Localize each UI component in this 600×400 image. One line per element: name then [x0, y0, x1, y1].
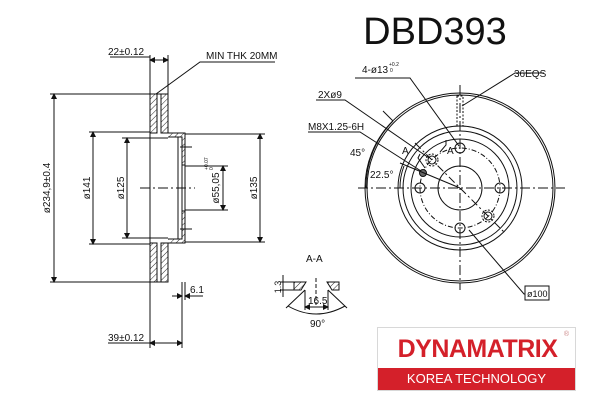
min-thickness-label: MIN THK 20MM — [206, 51, 278, 62]
side-view-labels: 22±0.12 MIN THK 20MM ø234,9±0.4 ø141 ø12… — [42, 47, 278, 344]
brand-tagline: KOREA TECHNOLOGY — [378, 368, 575, 390]
section-angle-label: 90° — [310, 319, 325, 330]
section-width-label: 16.5 — [308, 296, 328, 307]
part-number-title: DBD393 — [363, 11, 507, 53]
section-aa-labels: A-A 1.3 16.5 90° — [273, 254, 328, 330]
registered-mark: ® — [563, 331, 569, 338]
locating-holes-label: 2Xø9 — [318, 90, 342, 101]
front-view — [308, 72, 565, 295]
bolt-holes-tol-lower: 0 — [390, 68, 393, 74]
section-aa — [280, 275, 348, 315]
brand-logo: DYNAMATRIX ® KOREA TECHNOLOGY — [377, 327, 576, 391]
section-marker-left: A — [402, 146, 409, 157]
bolt-circle-label: ø100 — [527, 289, 548, 299]
d141-label: ø141 — [82, 176, 93, 199]
section-aa-title: A-A — [306, 254, 323, 265]
section-marker-right: A — [447, 146, 454, 157]
hat-wall-label: 6.1 — [190, 285, 204, 296]
side-view — [50, 55, 275, 348]
total-height-label: 39±0.12 — [108, 333, 145, 344]
front-view-labels: 4-ø13 +0.2 0 36EQS 2Xø9 M8X1.25-6H 45° 2… — [308, 62, 548, 299]
center-bore-tol-upper: +0.07 — [204, 157, 210, 170]
angle-22-5-label: 22.5° — [370, 170, 393, 181]
outer-diameter-label: ø234,9±0.4 — [42, 162, 53, 213]
bolt-circle-box — [524, 285, 550, 301]
bolt-holes-label: 4-ø13 — [362, 65, 389, 76]
thread-label: M8X1.25-6H — [308, 122, 364, 133]
vents-label: 36EQS — [514, 69, 547, 80]
d125-label: ø125 — [116, 176, 127, 199]
thickness-label: 22±0.12 — [108, 47, 145, 58]
center-bore-label: ø55,05 — [211, 172, 222, 204]
d135-label: ø135 — [249, 176, 260, 199]
section-depth-label: 1.3 — [273, 281, 283, 294]
bolt-holes-tol-upper: +0.2 — [389, 62, 399, 68]
angle-45-label: 45° — [350, 148, 365, 159]
center-bore-tol-lower: 0 — [209, 167, 215, 170]
brand-name: DYNAMATRIX — [397, 335, 558, 363]
